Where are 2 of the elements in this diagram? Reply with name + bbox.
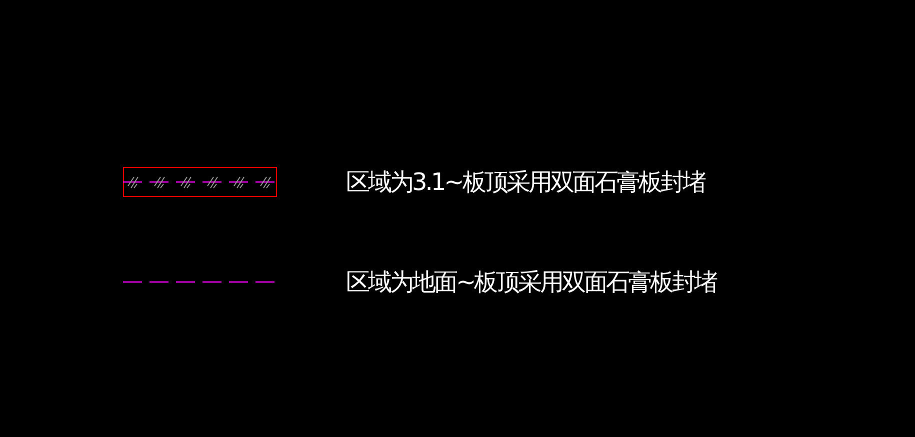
legend-text: 区域为3.1~板顶采用双面石膏板封堵 — [346, 167, 706, 198]
legend-text: 区域为地面~板顶采用双面石膏板封堵 — [346, 267, 718, 298]
